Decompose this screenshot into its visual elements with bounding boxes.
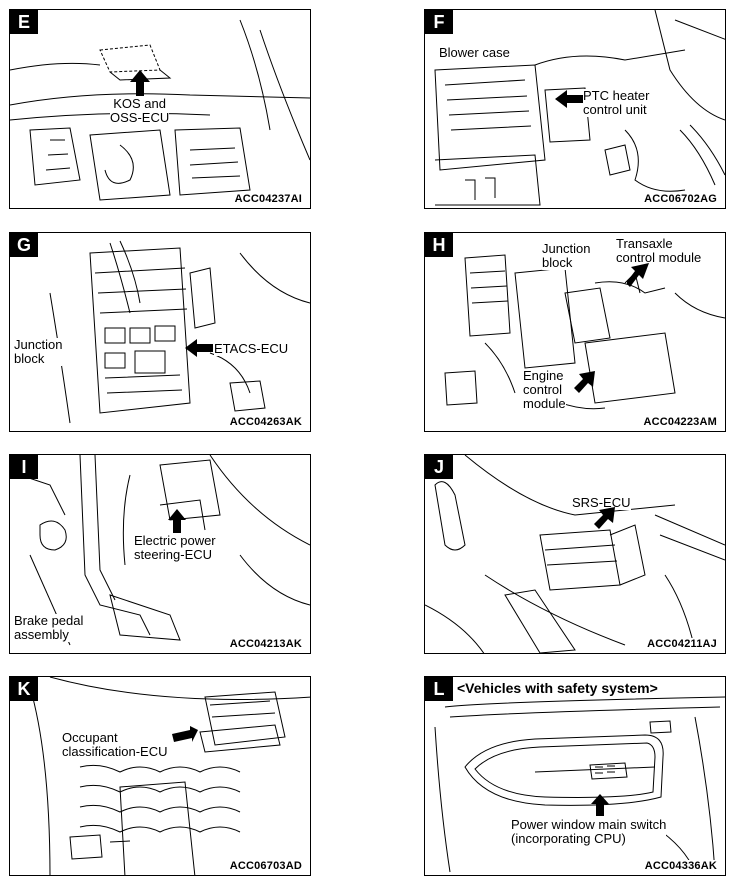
panel-letter: G [10, 233, 38, 257]
panel-letter: E [10, 10, 38, 34]
illustration-srs-ecu [425, 455, 725, 653]
label-srs-ecu: SRS-ECU [572, 495, 631, 510]
figure-code: ACC04223AM [641, 416, 719, 428]
panel-letter: I [10, 455, 38, 479]
figure-code: ACC04213AK [227, 638, 304, 650]
illustration-ptc-heater [434, 10, 725, 206]
label-power-window-switch: Power window main switch(incorporating C… [511, 817, 667, 846]
figure-code: ACC04211AJ [645, 638, 719, 650]
illustration-kos-oss-ecu [10, 19, 310, 201]
figure-code: ACC06702AG [642, 193, 719, 205]
illustration-power-window-switch [434, 696, 725, 873]
illustration-occupant-ecu [29, 677, 310, 875]
panel-j: J SRS-ECU ACC04211AJ [424, 454, 726, 654]
panel-letter: K [10, 677, 38, 701]
panel-letter: H [425, 233, 453, 257]
figure-code: ACC04237AI [232, 193, 304, 205]
illustration-junction-block-etacs [49, 240, 310, 424]
figure-code: ACC06703AD [227, 860, 304, 872]
panel-header: <Vehicles with safety system> [457, 680, 658, 696]
panel-l: L <Vehicles with safety system> Power wi… [424, 676, 726, 876]
panel-letter: L [425, 677, 453, 701]
panel-letter: J [425, 455, 453, 479]
panel-letter: F [425, 10, 453, 34]
illustration-engine-transaxle [444, 254, 725, 410]
label-etacs-ecu: ETACS-ECU [214, 341, 289, 356]
label-blower-case: Blower case [439, 45, 510, 60]
figure-code: ACC04336AK [642, 860, 719, 872]
figure-code: ACC04263AK [227, 416, 304, 428]
